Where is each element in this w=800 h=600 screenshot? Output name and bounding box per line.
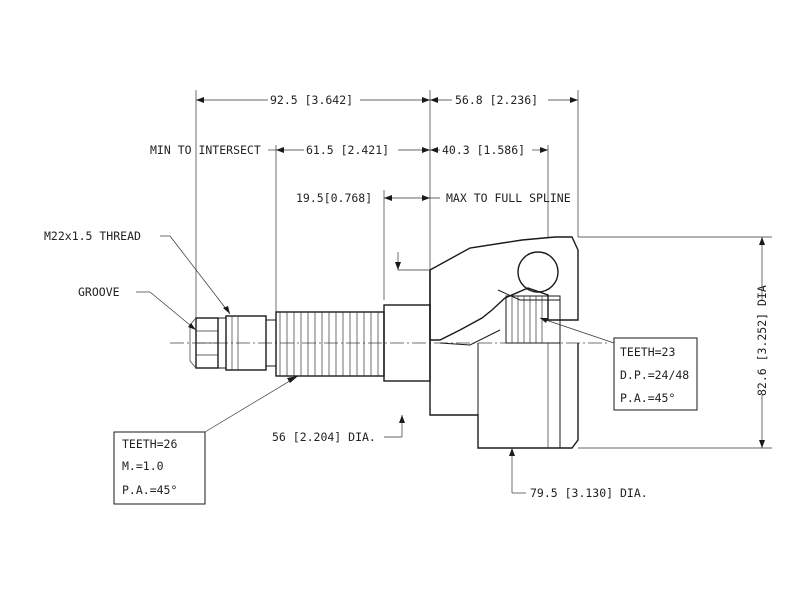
groove-label: GROOVE [78,285,120,299]
inner-pitch: D.P.=24/48 [620,368,689,382]
inner-spline-spec-box: TEETH=23 D.P.=24/48 P.A.=45° [613,337,698,411]
shaft-spline-spec-box: TEETH=26 M.=1.0 P.A.=45° [113,431,206,505]
abs-ring-dia-label: 56 [2.204] DIA. [272,430,376,444]
max-to-full-spline-value: 40.3 [1.586] [442,143,525,157]
min-to-intersect-value: 61.5 [2.421] [306,143,389,157]
dimension-lines [136,90,772,494]
housing-dia-label: 79.5 [3.130] DIA. [530,486,648,500]
shaft-module: M.=1.0 [122,459,164,473]
outer-dia-label: 82.6 [3.252] DIA [755,285,769,396]
outer-housing [429,236,579,449]
min-to-intersect-label: MIN TO INTERSECT [150,143,261,157]
inner-pressure-angle: P.A.=45° [620,391,675,405]
thread-label: M22x1.5 THREAD [44,229,141,243]
ball-bearing [517,251,559,293]
outer-length-label: 56.8 [2.236] [455,93,538,107]
shaft-pressure-angle: P.A.=45° [122,483,177,497]
shaft-teeth: TEETH=26 [122,437,177,451]
max-to-full-spline-label: MAX TO FULL SPLINE [446,191,571,205]
overall-length-label: 92.5 [3.642] [270,93,353,107]
spline-offset-label: 19.5[0.768] [296,191,372,205]
splined-shaft [275,304,431,382]
inner-teeth: TEETH=23 [620,345,675,359]
